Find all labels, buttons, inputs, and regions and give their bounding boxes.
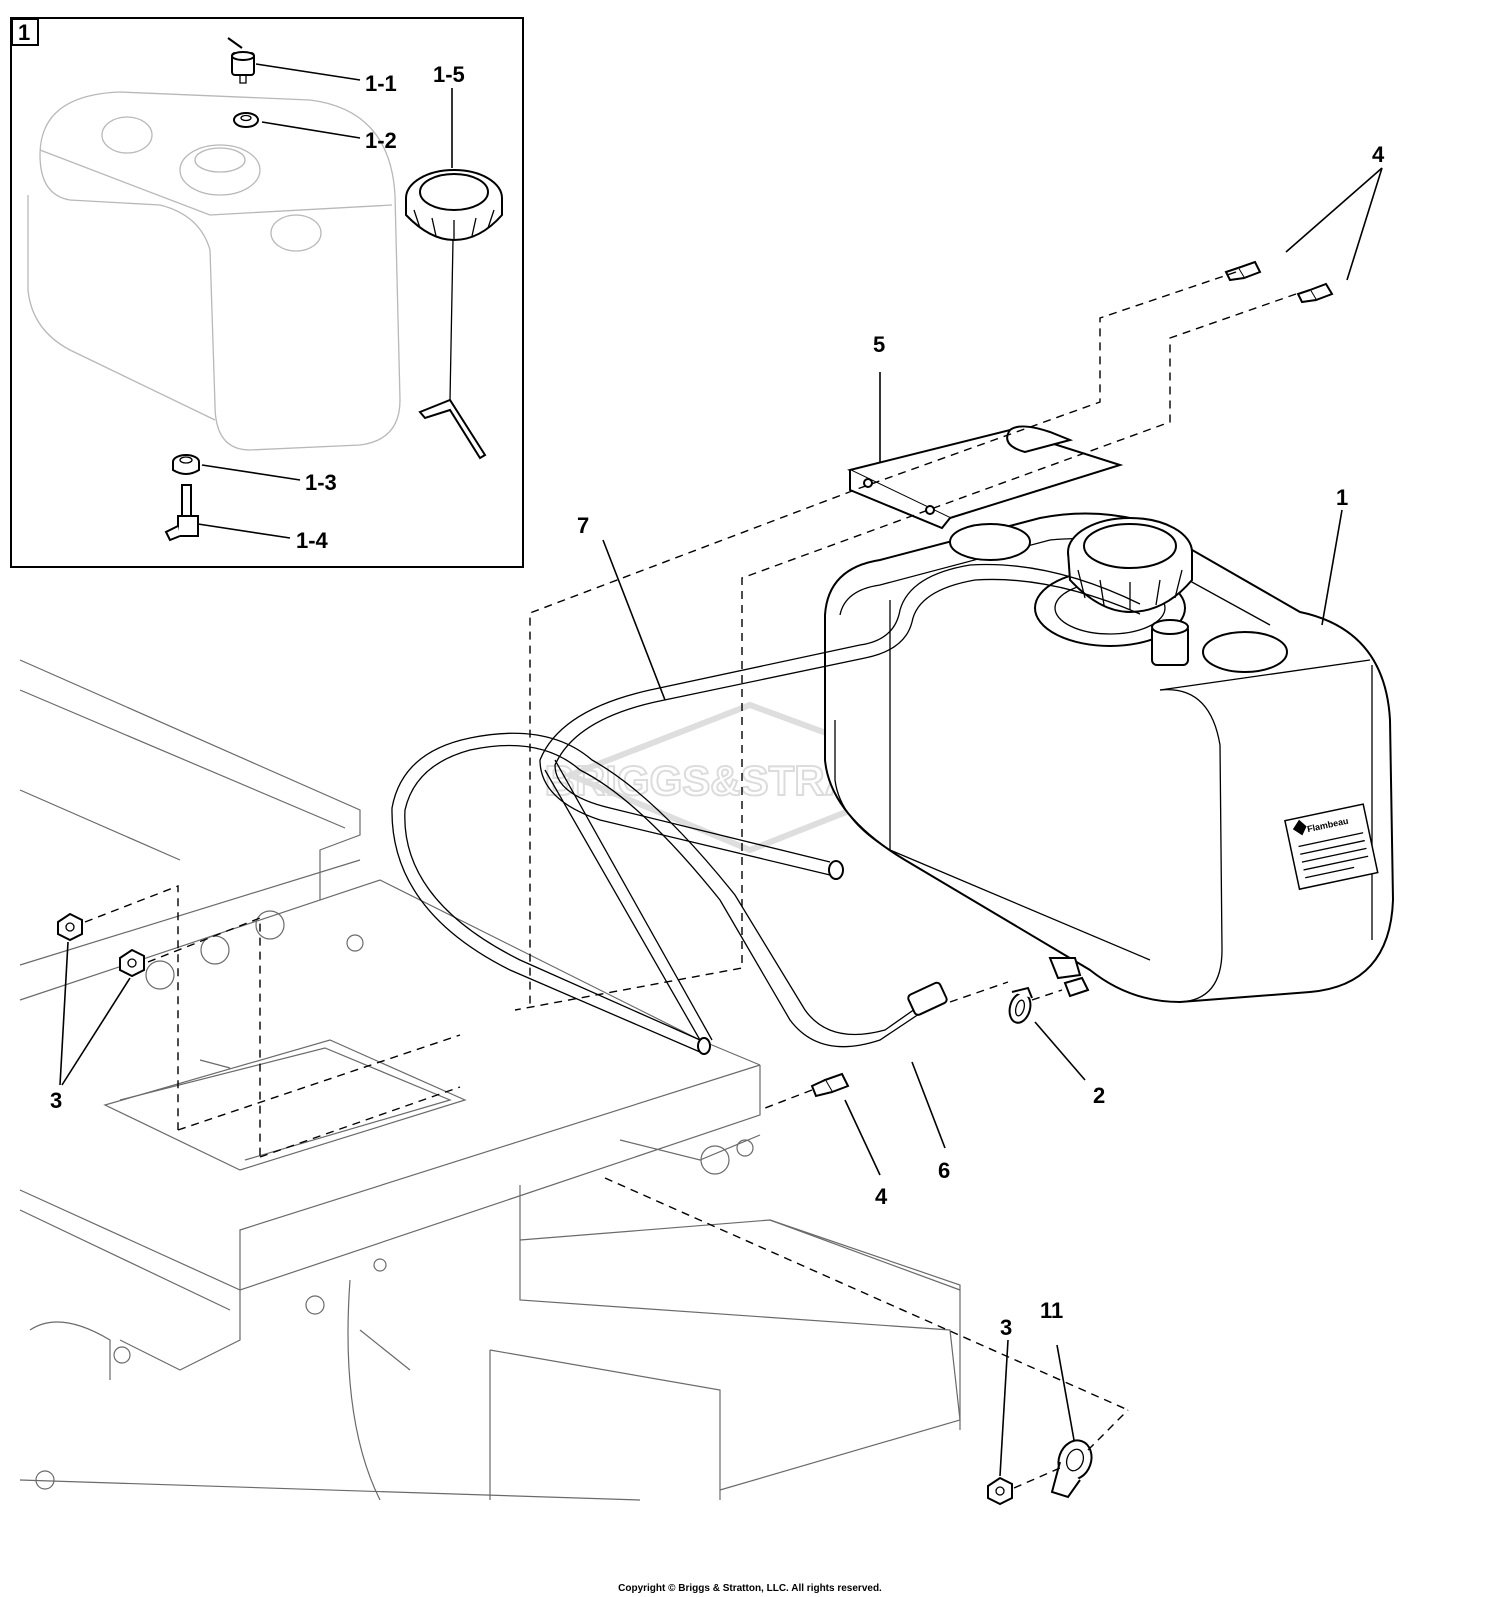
callout-labels: 4 5 1 7 2 6 4 3 3 11 [50,142,1385,1340]
callout-1-5: 1-5 [433,62,465,87]
bolt-part-top-right [1296,282,1334,304]
leader-1-2 [261,121,361,139]
nut-part-left-2 [119,948,145,978]
callout-4-lower: 4 [875,1184,888,1209]
grommet-part [233,112,259,128]
inset-label: 1 [18,20,30,45]
bushing-part [172,454,200,475]
nut-part-left-1 [57,912,83,942]
leader-4-top-right [1346,167,1383,281]
fuel-tank-part: Flambeau [824,512,1395,1004]
chassis-frame [19,659,961,1501]
nut-part-bottom [987,1476,1013,1506]
tank-decal: Flambeau [1284,803,1379,891]
vent-fitting-part [227,37,255,84]
callout-5: 5 [873,332,885,357]
vent-hose-part [539,563,1141,880]
callout-4-top: 4 [1372,142,1385,167]
mounting-bracket-part [847,425,1124,530]
leader-11 [1056,1344,1075,1441]
leader-3-bottom [999,1339,1009,1477]
leader-1-1 [255,63,361,81]
leader-3-left-b [61,977,131,1086]
assembly-dashed-lines [84,271,1297,1489]
callout-3-bottom: 3 [1000,1315,1012,1340]
callout-1-1: 1-1 [365,71,397,96]
leader-2 [1034,1021,1086,1081]
elbow-fitting-part [164,484,199,542]
leader-1-4 [197,523,291,539]
leader-7 [602,539,666,701]
tank-outlet-fitting [1063,976,1090,998]
callout-1-3: 1-3 [305,470,337,495]
leader-1-3 [201,464,301,481]
callout-6: 6 [938,1158,950,1183]
leader-4-lower [844,1099,881,1176]
leader-1 [1321,509,1343,626]
leader-6 [911,1061,946,1149]
callout-1-2: 1-2 [365,128,397,153]
inset-detail: 1 [10,17,524,568]
fuel-cap-part [405,169,503,460]
fuel-hose-part [391,732,948,1055]
hose-clamp-part-2 [1008,986,1033,1024]
leader-4-top-left [1285,167,1383,253]
bolt-part-lower [810,1072,850,1098]
callout-1-4: 1-4 [296,528,329,553]
callout-2: 2 [1093,1083,1105,1108]
bolt-part-top-left [1224,260,1262,282]
leader-3-left-a [59,941,69,1086]
callout-7: 7 [577,513,589,538]
callout-3-left: 3 [50,1088,62,1113]
hose-clamp-part-11 [1050,1439,1093,1499]
callout-11: 11 [1040,1298,1063,1323]
callout-1: 1 [1336,485,1348,510]
inset-tank-ghost [27,91,401,451]
copyright-notice: Copyright © Briggs & Stratton, LLC. All … [618,1583,882,1594]
leader-lines [59,167,1383,1477]
inset-label-box [11,18,39,46]
